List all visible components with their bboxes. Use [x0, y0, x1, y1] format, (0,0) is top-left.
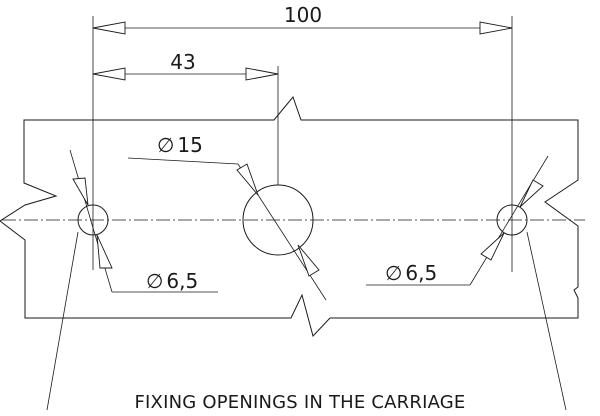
diameter-value: 6,5 [405, 261, 437, 285]
dim-arrow-100-left [92, 21, 126, 35]
diameter-symbol: ∅ [157, 133, 174, 157]
diameter-value: 15 [177, 133, 202, 157]
caption-frame-left [46, 231, 79, 411]
diameter-label-center-hole: ∅15 [157, 133, 203, 157]
leader-line-right-hole [469, 155, 549, 286]
carriage-plate-outline [0, 95, 579, 337]
dia-arrow-left-top [72, 177, 89, 206]
diameter-label-right-hole: ∅6,5 [385, 261, 437, 285]
dia-arrow-right-bottom [480, 232, 505, 261]
dia-arrow-right-top [519, 179, 544, 208]
dim-arrow-100-right [479, 21, 513, 35]
diameter-symbol: ∅ [385, 261, 402, 285]
dimension-label-43: 43 [170, 50, 195, 74]
dim-arrow-43-right [245, 67, 279, 81]
dia-arrow-center-top [236, 163, 259, 196]
diameter-value: 6,5 [166, 269, 198, 293]
drawing-caption: FIXING OPENINGS IN THE CARRIAGE [134, 392, 465, 413]
leader-shelf-center-hole [127, 157, 239, 165]
dimension-label-100: 100 [284, 3, 322, 27]
dia-arrow-center-bottom [297, 244, 320, 277]
caption-frame-right [526, 231, 567, 411]
dia-arrow-left-bottom [96, 234, 113, 269]
dim-arrow-43-left [92, 67, 126, 81]
diameter-label-left-hole: ∅6,5 [146, 269, 198, 293]
diameter-symbol: ∅ [146, 269, 163, 293]
leader-line-left-hole [69, 149, 113, 293]
